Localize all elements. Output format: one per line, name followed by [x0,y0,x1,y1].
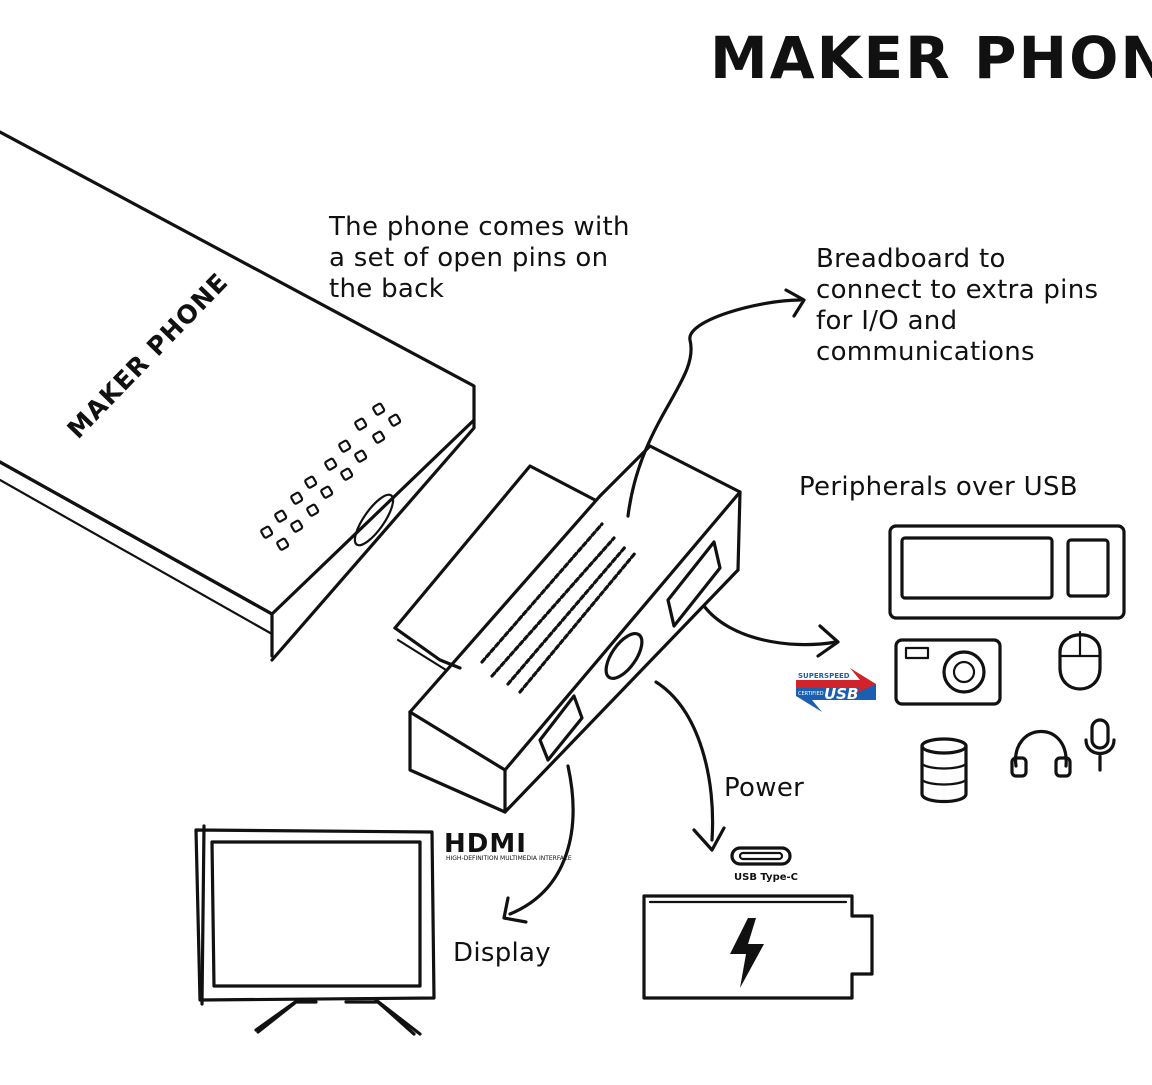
phone-front-edge [0,460,274,658]
usb-logo-blue-arrow [796,684,876,712]
peripherals [888,524,1126,804]
caption-pins: The phone comes with a set of open pins … [329,212,630,305]
breadboard-pin-rows [480,522,638,694]
arrow-display [508,764,575,916]
caption-breadboard-line-3: for I/O and [816,306,958,336]
title: MAKER PHONE [710,24,1152,92]
pin-row-left [480,522,604,664]
caption-display: Display [453,938,551,968]
caption-pins-line-3: the back [329,274,445,304]
phone-side-edge [270,418,476,662]
arrow-power [654,680,715,842]
phone-brand: MAKER PHONE [61,267,233,444]
pin-row-left-2 [490,536,616,678]
hdmi-logo: HDMI HIGH-DEFINITION MULTIMEDIA INTERFAC… [444,829,572,862]
keyboard-icon [888,524,1126,620]
caption-pins-line-1: The phone comes with [329,212,630,242]
arrow-peripherals [702,604,838,647]
usb-c-logo: USB Type-C [730,846,798,883]
adapter-tab-front [393,626,462,670]
usb-superspeed-logo: SUPERSPEED CERTIFIED USB [796,668,876,712]
mouse-icon [1058,630,1102,691]
tv-icon [194,824,436,1036]
pin-row-right-2 [506,544,628,686]
adapter-tab-lower [396,638,448,672]
usb-logo-certified: CERTIFIED [798,691,824,697]
adapter-front-face [408,710,507,814]
pin-row-right [518,550,638,694]
hdmi-tagline: HIGH-DEFINITION MULTIMEDIA INTERFACE [446,855,572,862]
lightning-icon [730,918,764,988]
headphones-icon [1010,729,1072,778]
caption-peripherals: Peripherals over USB [799,472,1078,502]
arrow-peripherals-head [816,624,840,658]
caption-breadboard: Breadboard to connect to extra pins for … [816,244,1098,368]
adapter-top-left [408,494,602,714]
caption-breadboard-line-1: Breadboard to [816,244,1006,274]
microphone-icon [1084,718,1116,772]
caption-pins-line-2: a set of open pins on [329,243,609,273]
usb-logo-superspeed: SUPERSPEED [798,672,850,680]
phone-top-outline [0,130,476,616]
phone-bottom-edge [0,478,274,636]
hdmi-wordmark: HDMI [444,829,527,859]
adapter-tab-top [393,464,597,630]
storage-icon [920,737,968,804]
usb-c-label: USB Type-C [734,872,798,883]
arrow-display-head [502,896,528,924]
adapter-hdmi-port [538,694,584,762]
camera-icon [894,638,1002,706]
caption-power: Power [724,773,805,803]
caption-breadboard-line-2: connect to extra pins [816,275,1099,305]
adapter-usb-port [666,540,722,628]
arrows [502,288,840,924]
phone-pin-grid [260,402,402,551]
arrow-power-head [692,826,726,852]
battery-icon [642,894,874,1000]
usb-logo-main: USB [824,685,858,703]
arrow-breadboard [626,298,802,518]
phone-port [353,493,395,547]
adapter-side-bottom [503,568,740,814]
adapter-usbc-port [604,632,644,680]
caption-breadboard-line-4: communications [816,337,1035,367]
arrow-breadboard-head [784,288,806,318]
adapter-top-back [598,444,742,572]
usb-logo-red-arrow [796,668,876,696]
breadboard-adapter [393,444,742,814]
